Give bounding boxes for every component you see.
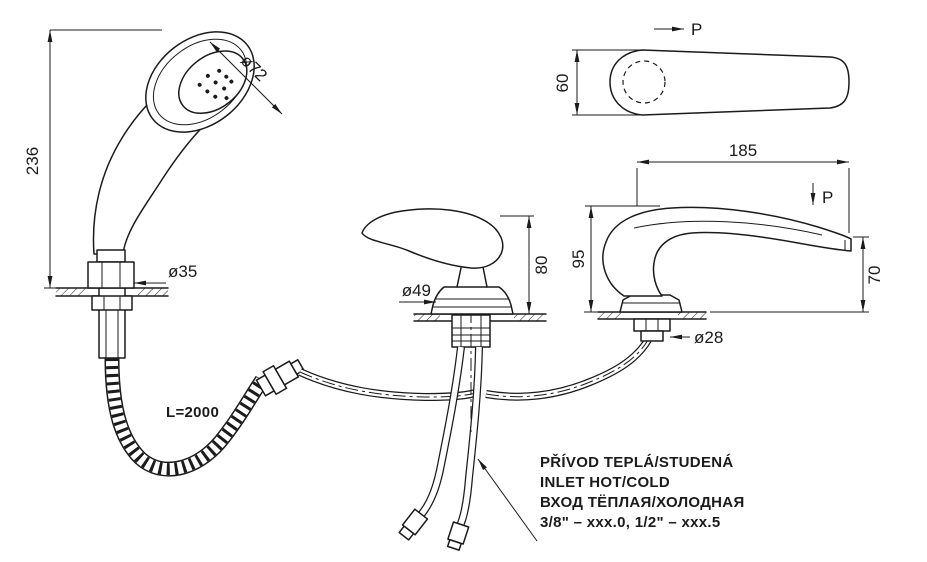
note-line-thread-sizes: 3/8" – xxx.0, 1/2" – xxx.5: [540, 514, 721, 531]
hose-length-label: L=2000: [166, 404, 219, 421]
note-leader-arrow: [477, 458, 538, 542]
note-line-czech: PŘÍVOD TEPLÁ/STUDENÁ: [540, 453, 734, 471]
dim-spout-back-height-label: 95: [569, 250, 588, 269]
note-line-russian: ВХОД ТЁПЛАЯ/ХОЛОДНАЯ: [540, 494, 745, 511]
dim-spout-reach-label: 185: [729, 141, 757, 160]
dim-spout-base-diameter-label: ø28: [694, 328, 723, 347]
dim-spout-plan-width-label: 60: [553, 74, 572, 93]
notes-block: PŘÍVOD TEPLÁ/STUDENÁ INLET HOT/COLD ВХОД…: [477, 453, 745, 542]
dim-handle-height-label: 80: [532, 256, 551, 275]
dim-shower-height-label: 236: [23, 147, 42, 175]
note-line-english: INLET HOT/COLD: [540, 474, 670, 491]
spout-supply-pipe: [485, 337, 652, 401]
spout-top-view: P 60: [553, 20, 850, 116]
inlet-hoses: [398, 346, 483, 551]
section-label-plan: P: [691, 20, 702, 39]
hose-coupling: [255, 359, 305, 397]
dim-holder-diameter-label: ø35: [168, 262, 197, 281]
hand-shower-view: 236 ø72: [23, 29, 283, 359]
shower-hose: L=2000: [104, 357, 480, 477]
mixer-lever-view: 80 ø49: [361, 208, 551, 551]
spout-inlet-dashed-circle: [622, 60, 666, 104]
dim-handle-diameter-label: ø49: [402, 281, 431, 300]
dim-spout-outlet-height-label: 70: [865, 266, 884, 285]
spout-side-view: 185 95 70 ø28 P: [569, 141, 884, 347]
section-label-side: P: [822, 188, 833, 207]
